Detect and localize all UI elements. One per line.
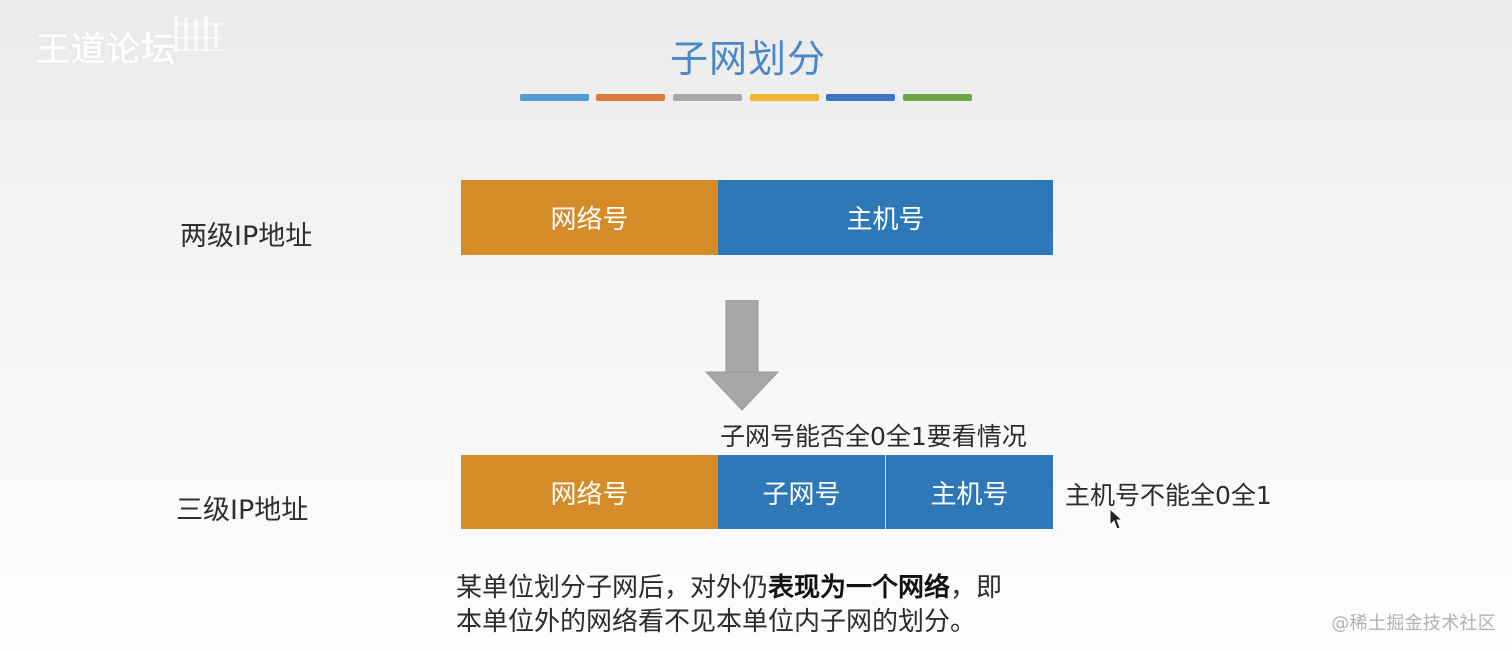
down-arrow-icon: [704, 300, 780, 411]
watermark-top-left: 王道论坛: [36, 30, 176, 70]
title-rule-segment-4: [750, 94, 819, 101]
two-level-network-segment: 网络号: [461, 180, 718, 255]
mouse-cursor-icon: [1109, 508, 1123, 530]
two-level-host-label: 主机号: [846, 205, 925, 235]
two-level-host-segment: 主机号: [718, 180, 1053, 255]
summary-line-1: 某单位划分子网后，对外仍表现为一个网络，即: [456, 571, 1106, 605]
summary-line-1-prefix: 某单位划分子网后，对外仍: [456, 573, 769, 603]
three-level-host-segment: 主机号: [885, 455, 1053, 529]
slide-title: 子网划分: [669, 37, 826, 81]
subnet-note: 子网号能否全0全1要看情况: [720, 422, 1027, 451]
three-level-subnet-label: 子网号: [762, 479, 841, 510]
two-level-ip-label: 两级IP地址: [180, 221, 313, 252]
three-level-network-segment: 网络号: [461, 455, 718, 529]
three-level-ip-label: 三级IP地址: [176, 495, 309, 526]
summary-text: 某单位划分子网后，对外仍表现为一个网络，即 本单位外的网络看不见本单位内子网的划…: [456, 571, 1106, 639]
title-rule-segment-1: [520, 94, 589, 101]
title-rule-segment-5: [826, 94, 895, 101]
three-level-host-label: 主机号: [930, 479, 1009, 510]
title-rule-segment-2: [596, 94, 665, 101]
summary-emphasis: 表现为一个网络: [768, 573, 951, 603]
host-note: 主机号不能全0全1: [1065, 481, 1272, 510]
watermark-seal-icon: [172, 16, 225, 52]
watermark-bottom-right: @稀土掘金技术社区: [1331, 613, 1496, 634]
three-level-subnet-segment: 子网号: [718, 455, 885, 529]
title-rule-segment-3: [673, 94, 742, 101]
three-level-network-label: 网络号: [550, 479, 629, 510]
summary-line-1-suffix: ，即: [950, 573, 1003, 603]
two-level-network-label: 网络号: [550, 205, 629, 235]
summary-line-2: 本单位外的网络看不见本单位内子网的划分。: [456, 607, 977, 637]
title-rule-segment-6: [903, 94, 972, 101]
